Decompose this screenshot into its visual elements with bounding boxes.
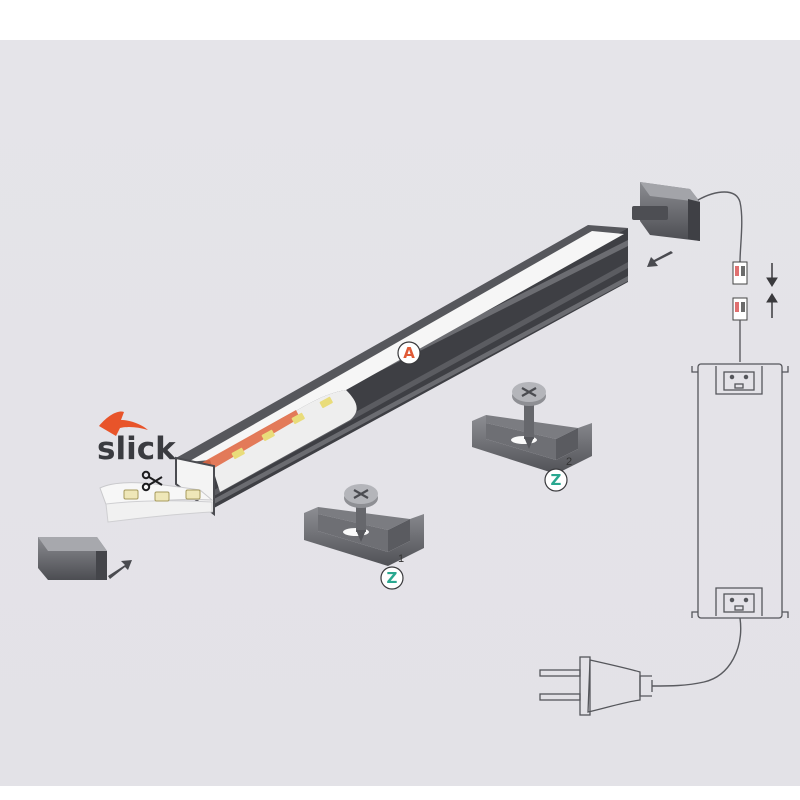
screw-2	[512, 382, 546, 449]
callout-z2: Z 2	[544, 456, 572, 492]
scissors-icon	[141, 470, 163, 492]
mains-plug	[539, 656, 653, 716]
background-panel	[0, 40, 800, 786]
callout-a: A	[397, 341, 421, 365]
end-cap-right	[632, 182, 700, 241]
brand-logo: slick	[97, 411, 177, 467]
led-strip-inner	[196, 410, 300, 474]
power-cable	[697, 191, 743, 263]
arrow-into-profile-icon	[647, 251, 673, 267]
callout-z2-letter: Z	[551, 471, 562, 489]
callout-z2-index: 2	[566, 456, 572, 468]
brand-name: slick	[97, 431, 177, 467]
brand-swoosh-icon	[99, 411, 148, 436]
callout-z1-letter: Z	[387, 569, 398, 587]
compress-arrows-icon	[766, 263, 778, 318]
led-strip	[99, 482, 214, 523]
cable-connector	[732, 261, 748, 362]
arrow-into-profile-icon	[108, 560, 132, 579]
callout-a-letter: A	[403, 344, 415, 362]
power-supply	[691, 363, 789, 619]
mains-cable	[651, 617, 742, 687]
callout-z1-index: 1	[398, 553, 404, 565]
screw-1	[344, 484, 378, 542]
callout-z1: Z 1	[380, 553, 404, 590]
end-cap-left	[38, 537, 107, 580]
